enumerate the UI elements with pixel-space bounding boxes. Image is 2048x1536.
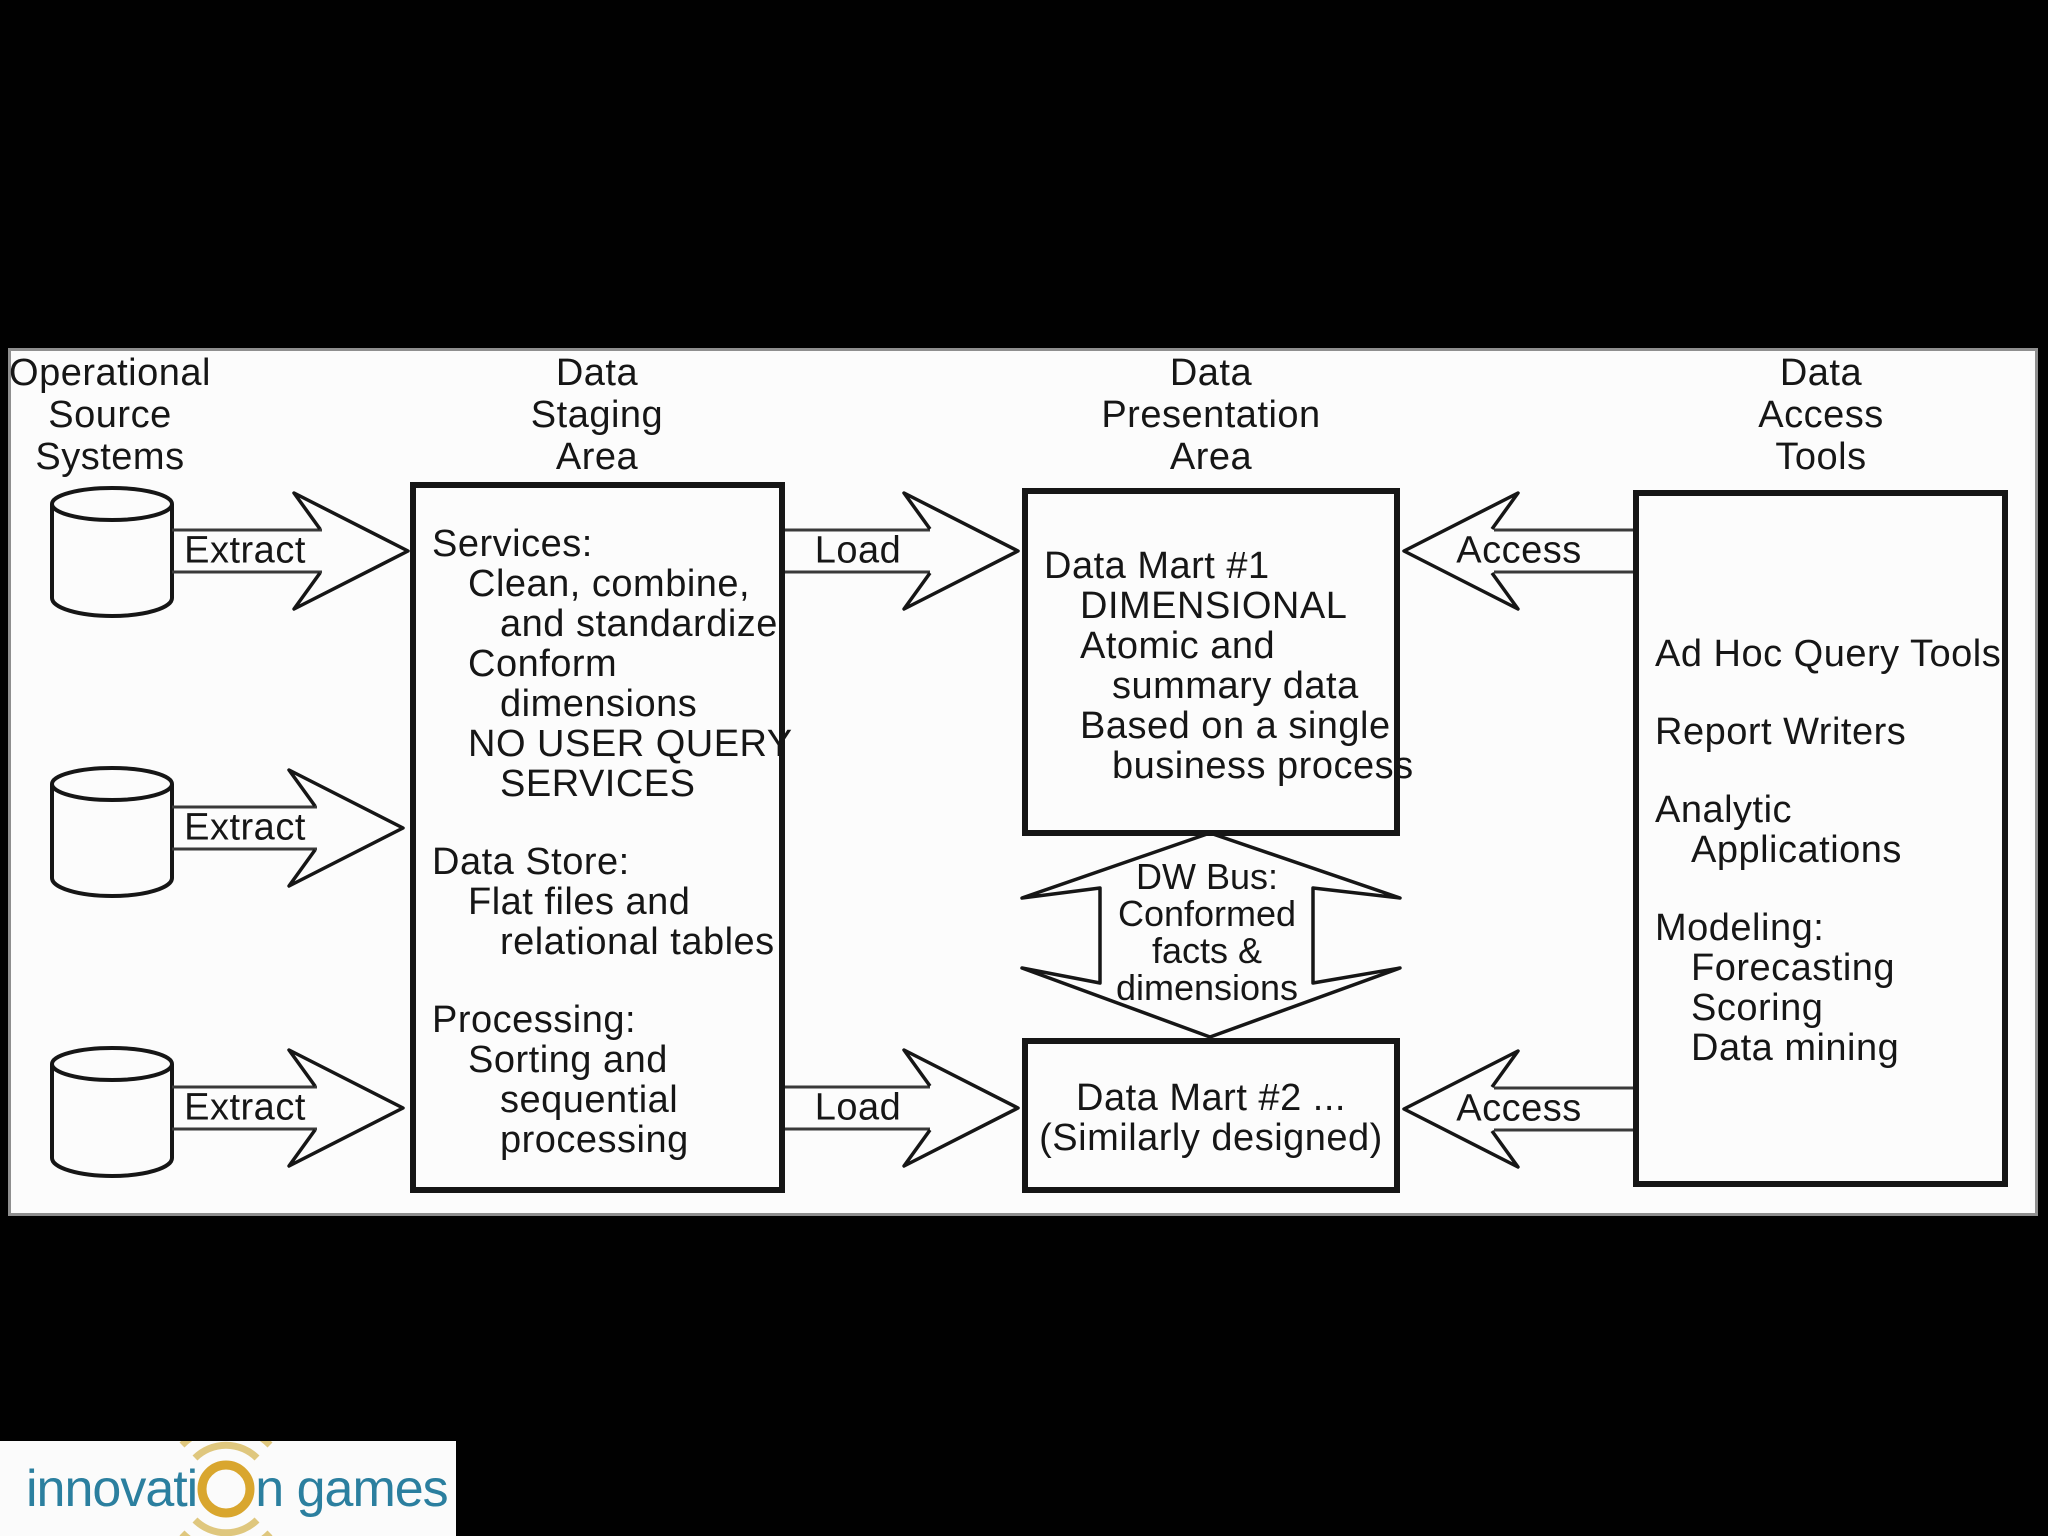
source-db-cylinder-2: [50, 766, 174, 898]
extract-arrow-3: [172, 1048, 405, 1168]
staging-line: Processing:: [432, 999, 637, 1041]
mart2-line: (Similarly designed): [1039, 1117, 1383, 1159]
heading-line: Source: [48, 394, 172, 436]
mart2-line: Data Mart #2 ...: [1076, 1077, 1346, 1119]
access-line: Data mining: [1691, 1027, 1900, 1069]
data-access-tools-text: Ad Hoc Query Tools Report Writers Analyt…: [1633, 490, 2008, 1068]
access-label-1: Access: [1456, 529, 1582, 572]
logo-text-after: n games: [255, 1459, 448, 1518]
heading-line: Access: [1758, 394, 1884, 436]
dw-bus-line: facts &: [1151, 930, 1263, 971]
load-label-1: Load: [814, 529, 902, 572]
staging-line: relational tables: [500, 921, 775, 963]
heading-line: Data: [1169, 352, 1253, 394]
dw-bus-line: dimensions: [1115, 967, 1299, 1008]
staging-line: Clean, combine,: [468, 563, 751, 605]
access-line: Ad Hoc Query Tools: [1655, 633, 2002, 675]
data-mart-1-box: [1022, 488, 1400, 836]
staging-box-text: Services: Clean, combine, and standardiz…: [410, 482, 793, 1161]
extract-arrow-1: [172, 491, 410, 611]
source-db-cylinder-3: [50, 1046, 174, 1178]
column-heading-data-staging-area: Data Staging Area: [427, 352, 767, 478]
dw-bus-line: DW Bus:: [1135, 856, 1278, 897]
access-arrow-2: [1402, 1049, 1633, 1169]
heading-line: Data: [1779, 352, 1863, 394]
extract-label-2: Extract: [184, 806, 306, 849]
heading-line: Staging: [530, 394, 664, 436]
staging-line: Sorting and: [468, 1039, 668, 1081]
heading-line: Tools: [1775, 436, 1867, 478]
dw-bus-connector: [1020, 831, 1402, 1039]
source-db-cylinder-1: [50, 486, 174, 618]
mart1-line: DIMENSIONAL: [1080, 585, 1348, 627]
staging-area-box: [410, 482, 785, 1193]
access-label-2: Access: [1456, 1087, 1582, 1130]
column-heading-data-access-tools: Data Access Tools: [1651, 352, 1991, 478]
mart1-line: business process: [1112, 745, 1414, 787]
staging-line: NO USER QUERY: [468, 723, 793, 765]
heading-line: Presentation: [1101, 394, 1321, 436]
access-arrow-1: [1402, 491, 1633, 611]
logo-ripple-icon: [179, 1441, 273, 1536]
load-arrow-1: [785, 491, 1020, 611]
access-line: Modeling:: [1655, 907, 1825, 949]
load-arrow-2: [785, 1048, 1020, 1168]
innovation-games-logo: innovati n games: [0, 1441, 456, 1536]
staging-line: Data Store:: [432, 841, 630, 883]
data-mart-2-text: Data Mart #2 ... (Similarly designed): [1022, 1038, 1400, 1158]
access-line: Scoring: [1691, 987, 1824, 1029]
column-heading-data-presentation-area: Data Presentation Area: [1041, 352, 1381, 478]
staging-line: SERVICES: [500, 763, 696, 805]
data-mart-1-text: Data Mart #1 DIMENSIONAL Atomic and summ…: [1022, 488, 1414, 787]
access-line: Applications: [1691, 829, 1902, 871]
extract-label-3: Extract: [184, 1086, 306, 1129]
load-label-2: Load: [814, 1086, 902, 1129]
staging-line: Conform: [468, 643, 618, 685]
staging-line: sequential: [500, 1079, 679, 1121]
heading-line: Data: [555, 352, 639, 394]
staging-line: Services:: [432, 523, 593, 565]
access-line: Analytic: [1655, 789, 1793, 831]
staging-line: Flat files and: [468, 881, 691, 923]
column-heading-operational-source-systems: Operational Source Systems: [0, 352, 280, 478]
heading-line: Operational: [9, 352, 211, 394]
heading-line: Area: [555, 436, 639, 478]
staging-line: dimensions: [500, 683, 698, 725]
extract-label-1: Extract: [184, 529, 306, 572]
access-line: Report Writers: [1655, 711, 1907, 753]
heading-line: Systems: [35, 436, 185, 478]
extract-arrow-2: [172, 768, 405, 888]
dw-bus-line: Conformed: [1117, 893, 1297, 934]
mart1-line: Based on a single: [1080, 705, 1391, 747]
mart1-line: Data Mart #1: [1044, 545, 1270, 587]
data-access-tools-box: [1633, 490, 2008, 1187]
staging-line: processing: [500, 1119, 689, 1161]
logo-text-before: innovati: [26, 1459, 198, 1518]
mart1-line: Atomic and: [1080, 625, 1276, 667]
mart1-line: summary data: [1112, 665, 1359, 707]
heading-line: Area: [1169, 436, 1253, 478]
access-line: Forecasting: [1691, 947, 1896, 989]
data-mart-2-box: [1022, 1038, 1400, 1193]
staging-line: and standardize: [500, 603, 778, 645]
